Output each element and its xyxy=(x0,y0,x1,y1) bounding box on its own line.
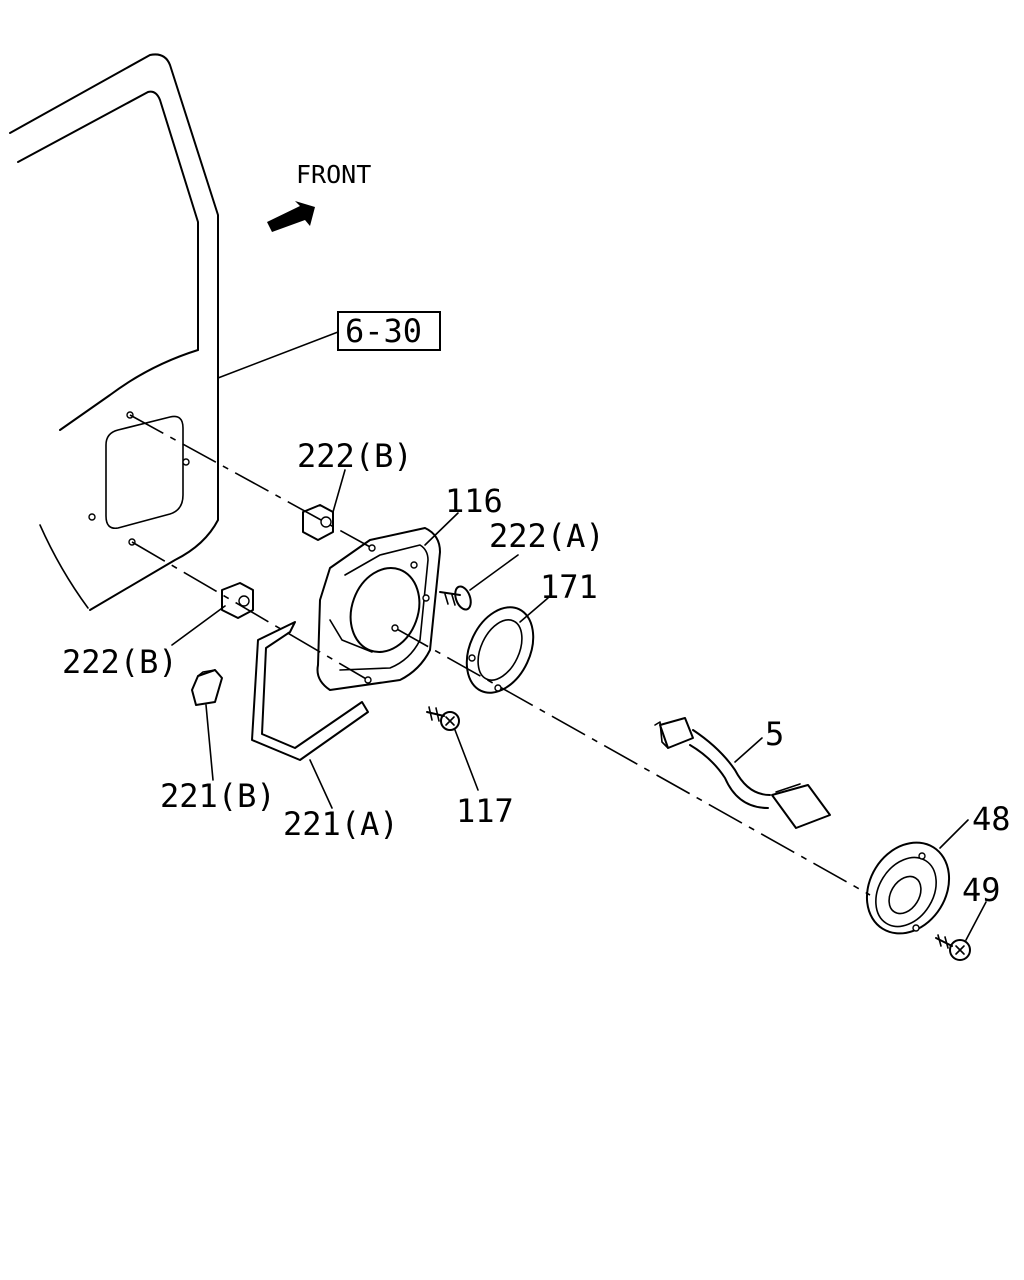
front-indicator: FRONT xyxy=(267,160,371,232)
fastener-222a xyxy=(439,554,519,611)
callout-labels: 222(B) 116 222(A) 171 222(B) 5 221(B) 22… xyxy=(62,437,1011,909)
weatherstrip-221a xyxy=(251,621,369,809)
pad-221b xyxy=(191,669,223,781)
ref-6-30: 6-30 xyxy=(217,311,441,379)
harness-5 xyxy=(654,717,831,829)
clip-222b-upper xyxy=(302,469,346,541)
ref-6-30-label: 6-30 xyxy=(345,312,422,350)
callout-221a: 221(A) xyxy=(283,805,399,843)
ring-171 xyxy=(465,597,549,694)
callout-117: 117 xyxy=(456,792,514,830)
callout-221b: 221(B) xyxy=(160,777,276,815)
callout-222b-left: 222(B) xyxy=(62,643,178,681)
callout-116: 116 xyxy=(445,482,503,520)
door-panel xyxy=(9,53,219,611)
callout-222b-top: 222(B) xyxy=(297,437,413,475)
screw-117 xyxy=(426,706,479,791)
align-line-center xyxy=(394,627,871,896)
speaker-48 xyxy=(865,819,969,935)
bracket-116 xyxy=(316,512,459,691)
clip-222b-lower xyxy=(171,582,254,646)
callout-171: 171 xyxy=(540,568,598,606)
callout-5: 5 xyxy=(765,715,784,753)
screw-49 xyxy=(935,901,987,961)
callout-222a: 222(A) xyxy=(489,517,605,555)
align-line-upper xyxy=(129,414,373,549)
callout-48: 48 xyxy=(972,800,1011,838)
front-arrow-icon xyxy=(267,201,315,232)
front-label: FRONT xyxy=(296,160,371,189)
callout-49: 49 xyxy=(962,871,1001,909)
